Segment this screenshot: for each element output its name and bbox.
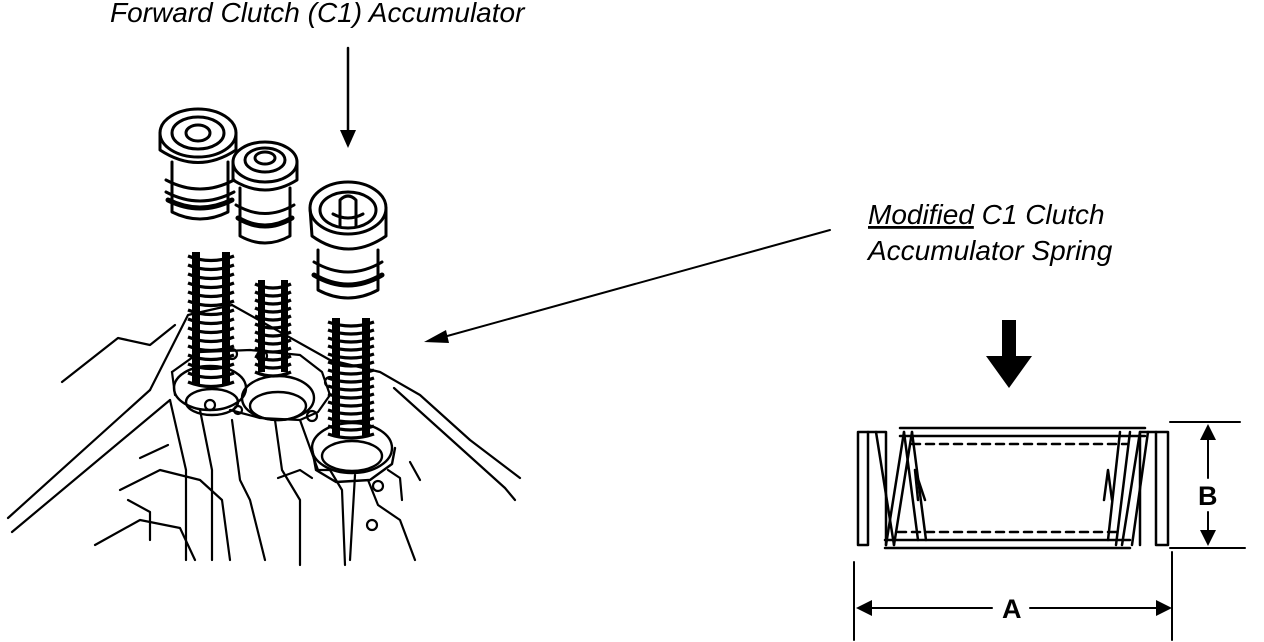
spring-coil-turn <box>254 290 292 298</box>
installed-spring-right <box>332 318 370 436</box>
dimension-a: A <box>853 551 1173 641</box>
spring-coil-turn <box>187 263 235 272</box>
spring-coil-turn <box>254 282 292 290</box>
spring-coil-turn <box>254 330 292 338</box>
spring-coil-turn <box>254 370 292 378</box>
spring-coil-turn <box>254 306 292 314</box>
dimension-b-label: B <box>1198 481 1218 511</box>
spring-coil-turn <box>327 320 375 328</box>
spring-coil-turn <box>187 326 235 335</box>
spring-coil-turn <box>187 254 235 263</box>
spring-coil-turn <box>187 308 235 317</box>
spring-coil-turn <box>254 298 292 306</box>
modified-spring-label-line2: Accumulator Spring <box>866 235 1113 266</box>
spring-label-rest: C1 Clutch <box>974 199 1105 230</box>
spring-coil-turn <box>187 362 235 371</box>
spring-coil-turn <box>187 290 235 299</box>
spring-coil-turn <box>327 392 375 400</box>
spring-coil-turn <box>187 335 235 344</box>
spring-coil-turn <box>254 354 292 362</box>
accumulator-bore-right <box>310 421 397 484</box>
modified-spring-drawing <box>856 426 1170 550</box>
spring-coil-turn <box>187 371 235 380</box>
spring-coil-turn <box>254 346 292 354</box>
installed-spring-left <box>192 252 230 384</box>
load-direction-arrow <box>986 320 1032 388</box>
spring-coil-turn <box>187 281 235 290</box>
forward-clutch-c1-piston <box>308 180 388 300</box>
spring-coil-turn <box>327 400 375 408</box>
accumulator-bore-middle <box>240 374 316 422</box>
spring-coil-turn <box>327 424 375 432</box>
spring-coil-turn <box>254 314 292 322</box>
spring-coil-turn <box>187 353 235 362</box>
spring-coil-turn <box>327 408 375 416</box>
accumulator-bore-left <box>172 364 248 417</box>
spring-coil-turn <box>187 344 235 353</box>
spring-coil-turn <box>327 344 375 352</box>
forward-clutch-label: Forward Clutch (C1) Accumulator <box>110 0 526 28</box>
modified-word: Modified <box>868 199 975 230</box>
spring-coil-turn <box>327 368 375 376</box>
spring-coil-turn <box>327 336 375 344</box>
dimension-a-label: A <box>1002 594 1022 624</box>
spring-coil-turn <box>187 299 235 308</box>
spring-coil-turn <box>187 317 235 326</box>
spring-coil-turn <box>254 338 292 346</box>
spring-coil-turn <box>187 272 235 281</box>
dimension-b: B <box>1169 421 1246 549</box>
installed-spring-coils <box>187 254 375 440</box>
modified-spring-label-line1: Modified C1 Clutch <box>868 199 1105 230</box>
spring-coil-turn <box>327 416 375 424</box>
spring-coil-turn <box>327 328 375 336</box>
spring-coil-turn <box>327 352 375 360</box>
accumulator-pointer-arrow <box>340 46 356 148</box>
spring-coil-turn <box>327 432 375 440</box>
accumulator-piston-middle <box>231 140 299 245</box>
spring-pointer-arrow <box>424 229 831 343</box>
spring-coil-turn <box>187 380 235 389</box>
spring-coil-turn <box>327 360 375 368</box>
spring-coil-turn <box>254 322 292 330</box>
accumulator-piston-left <box>158 107 238 221</box>
spring-coil-turn <box>327 376 375 384</box>
spring-coil-turn <box>254 362 292 370</box>
spring-coil-turn <box>327 384 375 392</box>
